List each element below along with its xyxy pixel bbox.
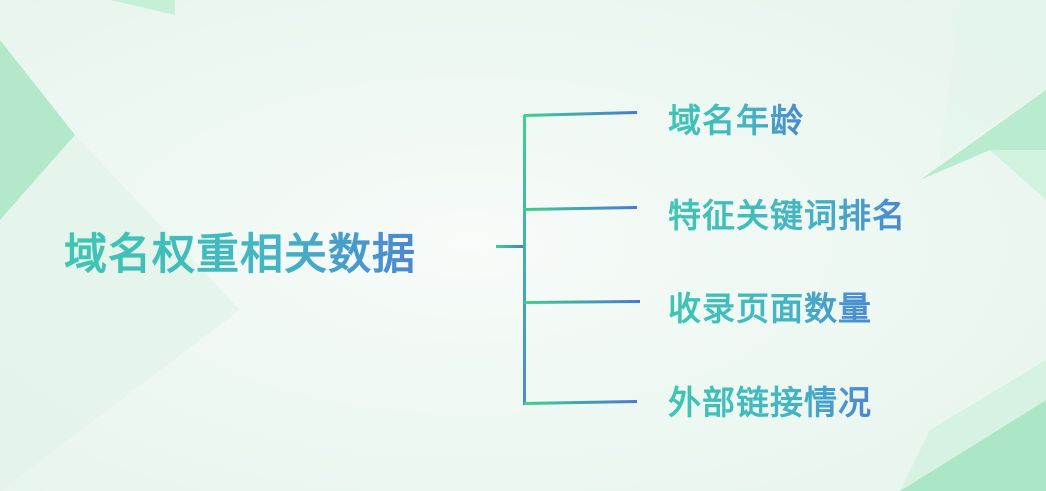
branch-label-keyword-ranking: 特征关键词排名 xyxy=(668,189,906,237)
branch-line-1 xyxy=(524,111,637,117)
root-node-label: 域名权重相关数据 xyxy=(64,220,416,282)
branch-line-4 xyxy=(524,400,637,405)
branch-line-3 xyxy=(524,300,640,304)
vertical-trunk-line xyxy=(523,115,526,405)
branch-label-indexed-pages: 收录页面数量 xyxy=(668,282,872,330)
branch-label-domain-age: 域名年龄 xyxy=(668,94,804,142)
branch-label-external-links: 外部链接情况 xyxy=(668,376,872,424)
branch-line-2 xyxy=(524,206,637,211)
root-stem-line xyxy=(496,245,524,248)
